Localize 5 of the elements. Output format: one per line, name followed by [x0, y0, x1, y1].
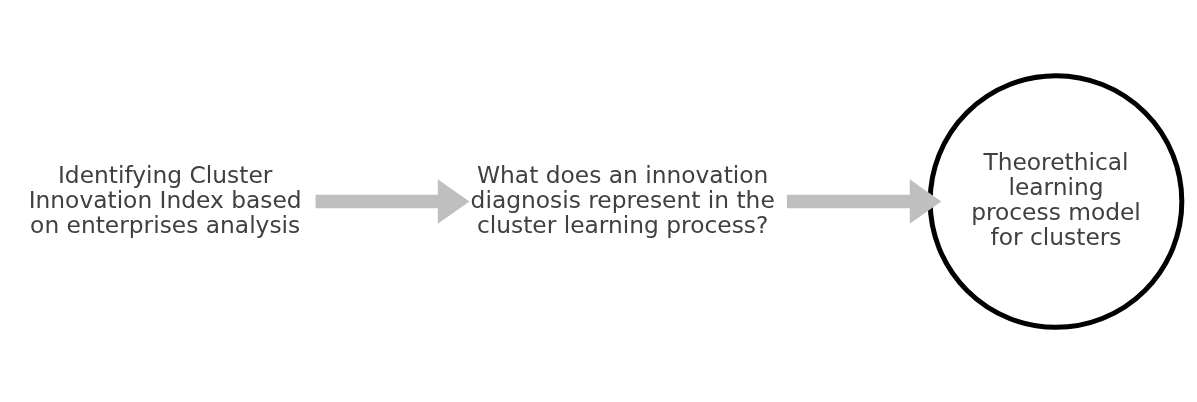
node-text: Identifying Cluster Innovation Index based on enterprises analysis [28, 160, 302, 239]
node-circle: Theorethical learning process model for clusters [927, 72, 1185, 330]
node-text: What does an innovation diagnosis represent in the cluster learning process? [470, 160, 775, 239]
arrow [786, 178, 942, 224]
arrow [315, 178, 470, 224]
